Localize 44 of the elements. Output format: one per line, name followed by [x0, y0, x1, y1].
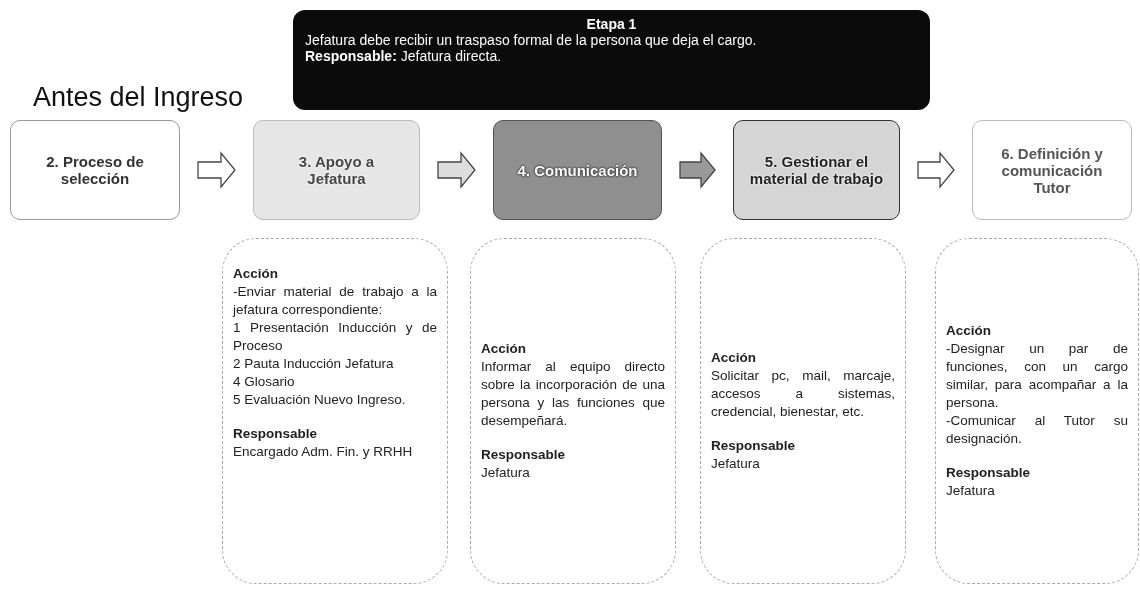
card-text: Jefatura: [711, 454, 761, 473]
process-box: [972, 120, 1132, 220]
section-heading: Responsable: [946, 463, 1032, 482]
action-card: [470, 238, 676, 584]
section-heading: Acción: [946, 322, 992, 341]
card-text: Informar al equipo directo sobre la incorporación de una persona y las funciones que desempeñará.: [481, 358, 665, 430]
section-heading: Responsable: [711, 436, 797, 455]
stage-banner: [293, 10, 930, 110]
card-text: Encargado Adm. Fin. y RRHH: [233, 442, 414, 461]
block-arrow: [679, 151, 716, 189]
action-card: [222, 238, 448, 584]
block-arrow: [197, 151, 236, 189]
step-label: 2. Proceso de selección: [45, 153, 145, 187]
stage-heading: Etapa 1: [585, 16, 638, 32]
card-text: 1 Presentación Inducción y de Proceso: [233, 318, 437, 355]
card-text: -Comunicar al Tutor su designación.: [946, 411, 1128, 448]
card-text: -Designar un par de funciones, con un cargo similar, para acompañar a la persona.: [946, 340, 1128, 412]
block-arrow: [437, 151, 476, 189]
step-label: 6. Definición y comunicación Tutor: [1000, 144, 1104, 196]
card-text: Jefatura: [481, 463, 531, 482]
process-box: [733, 120, 900, 220]
stage-text: Responsable: Jefatura directa.: [305, 48, 503, 64]
section-heading: Responsable: [233, 424, 319, 443]
process-box: [253, 120, 420, 220]
process-box: [493, 120, 662, 220]
section-heading: Acción: [481, 340, 527, 359]
block-arrow: [917, 151, 955, 189]
card-text: 5 Evaluación Nuevo Ingreso.: [233, 390, 407, 409]
card-text: -Enviar material de trabajo a la jefatura correspondiente:: [233, 282, 437, 319]
stage-text: Jefatura debe recibir un traspaso formal de la persona que deja el cargo.: [305, 32, 758, 48]
step-label: 3. Apoyo a Jefatura: [297, 153, 376, 187]
step-label: 4. Comunicación: [517, 161, 638, 179]
card-text: 2 Pauta Inducción Jefatura: [233, 354, 395, 373]
process-box: [10, 120, 180, 220]
card-text: Solicitar pc, mail, marcaje, accesos a sistemas, credencial, bienestar, etc.: [711, 367, 895, 421]
action-card: [700, 238, 906, 584]
card-text: 4 Glosario: [233, 372, 296, 391]
section-heading: Acción: [233, 265, 279, 283]
action-card: [935, 238, 1139, 584]
step-label: 5. Gestionar el material de trabajo: [748, 153, 885, 187]
diagram-title: Antes del Ingreso: [33, 82, 244, 113]
section-heading: Acción: [711, 349, 757, 368]
card-text: Jefatura: [946, 481, 996, 500]
section-heading: Responsable: [481, 445, 567, 464]
